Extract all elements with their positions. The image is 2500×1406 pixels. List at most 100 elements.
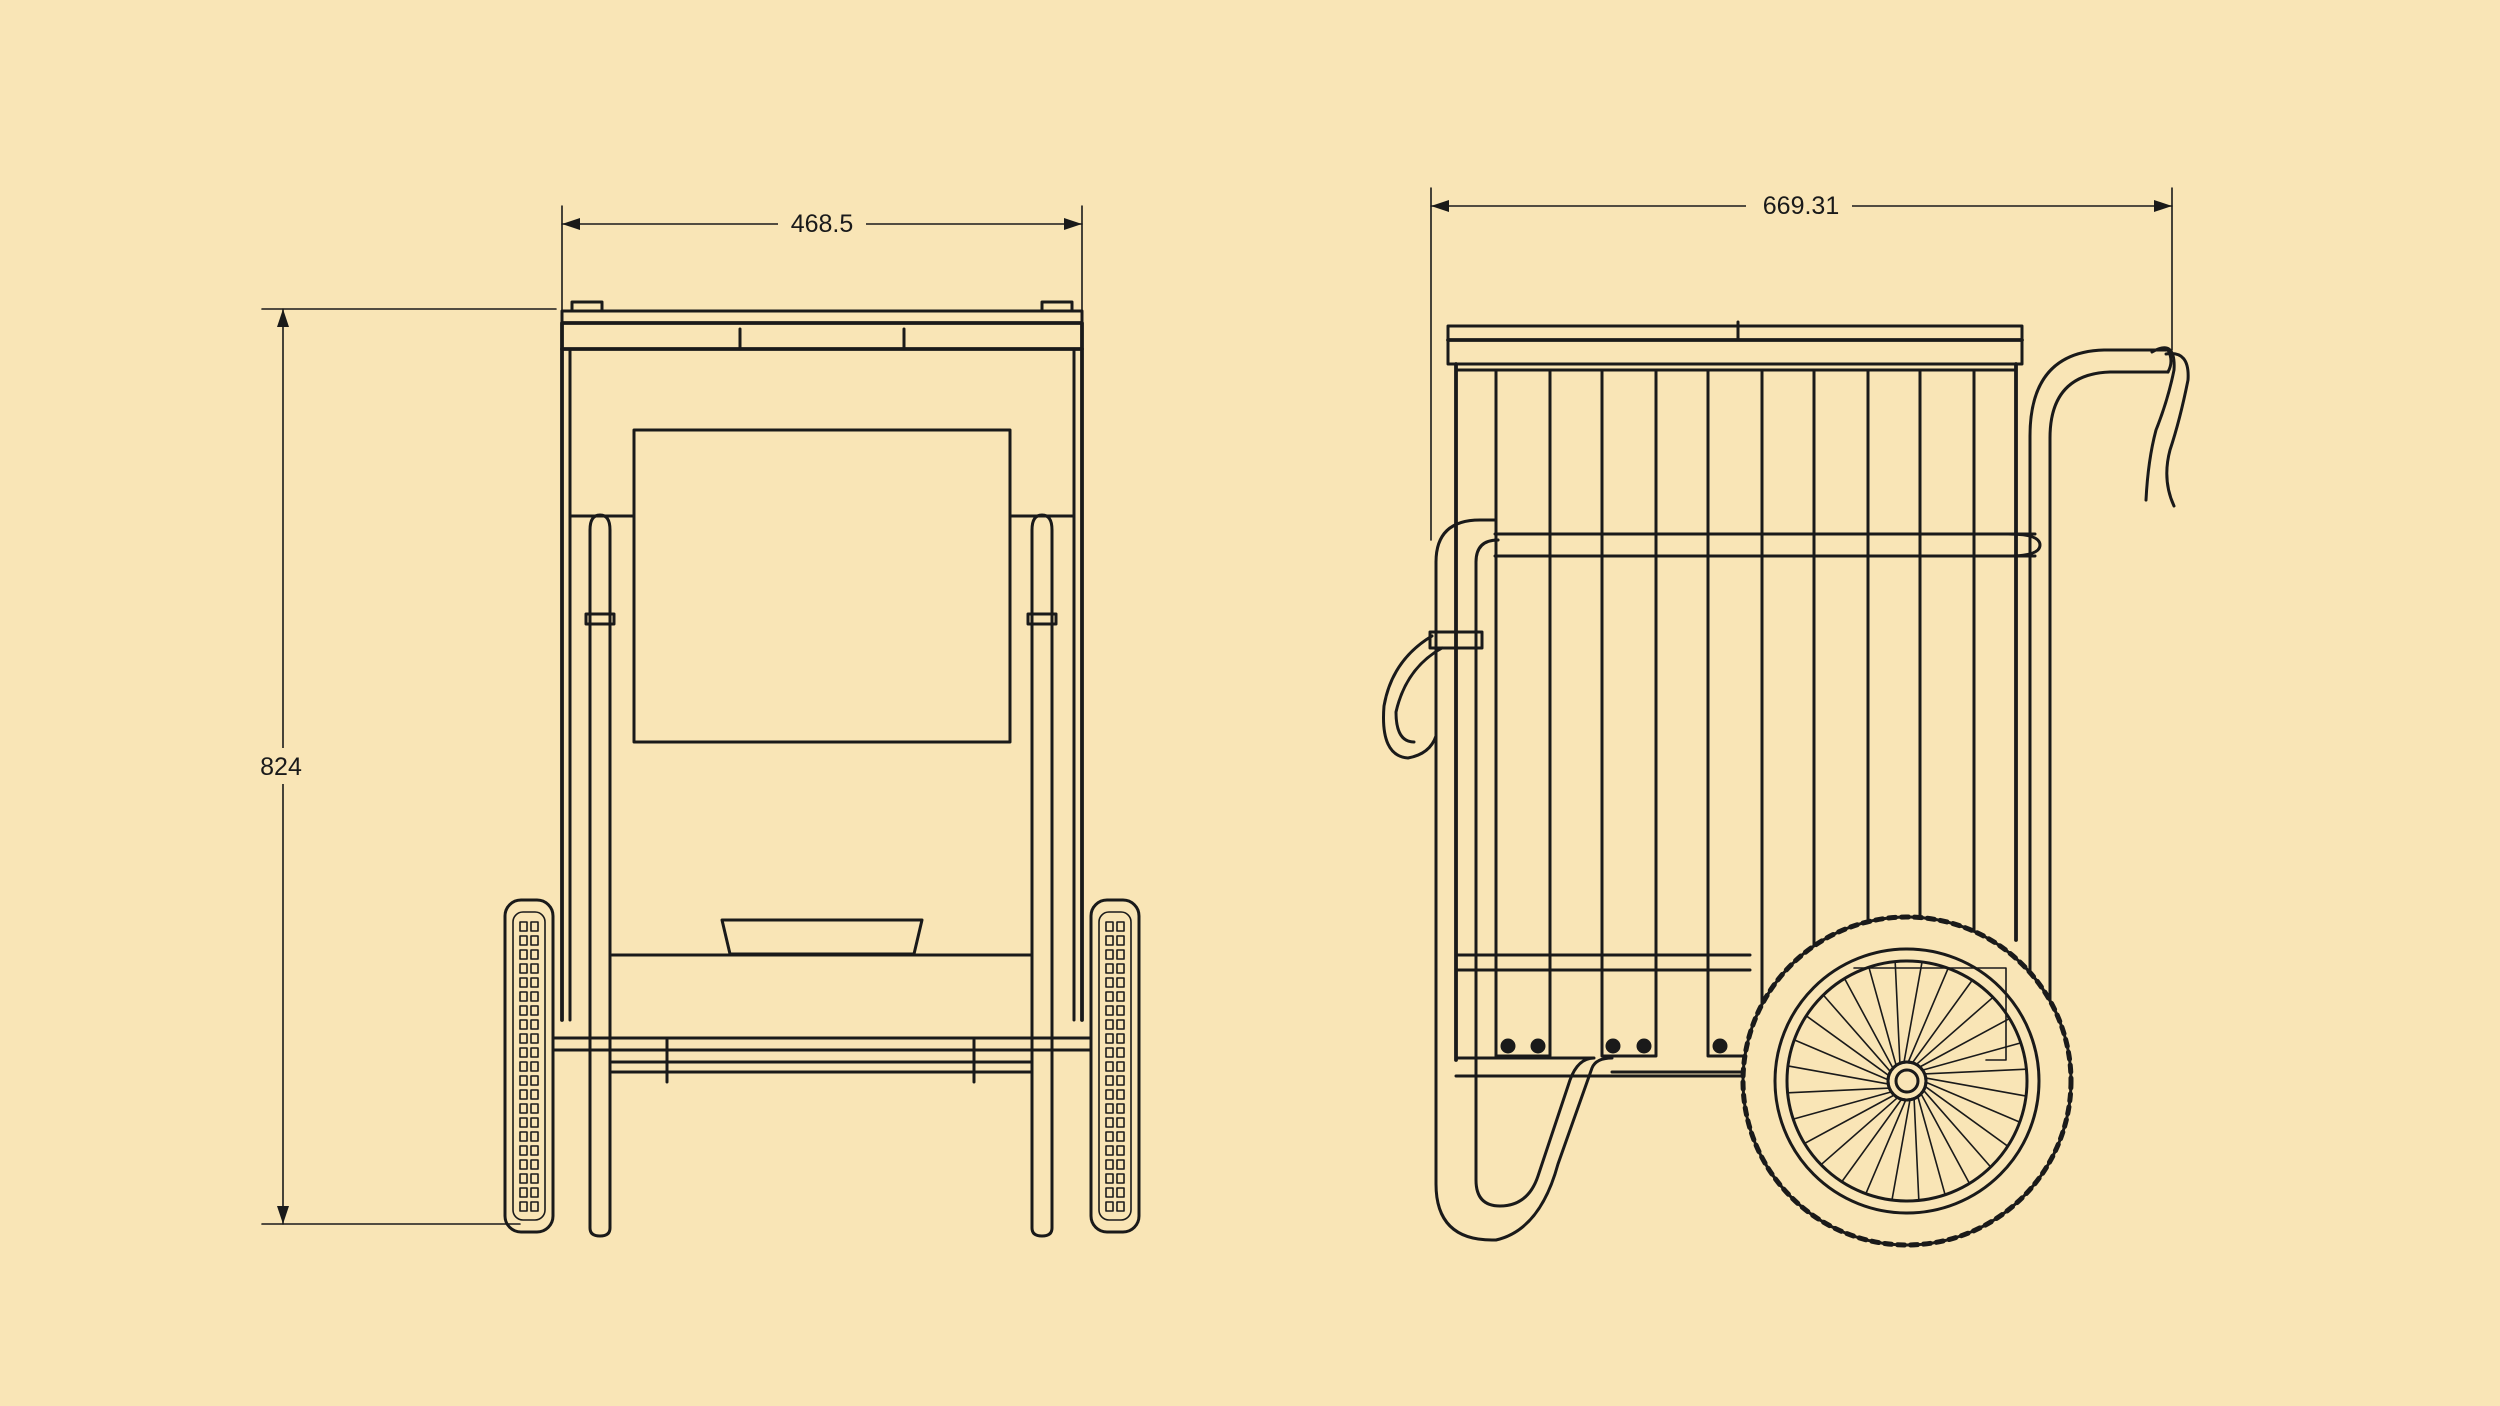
dimension-height-label: 824 xyxy=(260,753,302,781)
tread-block xyxy=(1105,1159,1114,1170)
tread-block xyxy=(1105,1019,1114,1030)
tread-block xyxy=(530,1131,539,1142)
wheel-spoke xyxy=(1916,1017,2011,1070)
wheel-spoke xyxy=(1793,1039,1892,1082)
tread-block xyxy=(1105,1103,1114,1114)
dimension-height: 824 xyxy=(252,308,557,1225)
tread-block xyxy=(530,935,539,946)
tread-block xyxy=(1116,949,1125,960)
tread-block xyxy=(1116,1187,1125,1198)
tread-block xyxy=(519,1047,528,1058)
wheel-spoke xyxy=(1822,994,1894,1075)
tread-block xyxy=(1116,1075,1125,1086)
tread-block xyxy=(1116,1117,1125,1128)
tread-block xyxy=(519,949,528,960)
slat xyxy=(1600,368,1658,1058)
wheel-spoke xyxy=(1918,1042,2022,1072)
tread-block xyxy=(519,1089,528,1100)
tread-block xyxy=(1116,1061,1125,1072)
wheel-spoke xyxy=(1902,961,1923,1067)
tread-block xyxy=(1105,1047,1114,1058)
tread-block xyxy=(1105,935,1114,946)
tread-block xyxy=(530,963,539,974)
tread-block xyxy=(519,1145,528,1156)
dimension-front-width-label: 468.5 xyxy=(791,210,854,238)
tread-block xyxy=(1116,1201,1125,1212)
tread-block xyxy=(530,991,539,1002)
tread-block xyxy=(519,921,528,932)
tread-block xyxy=(1116,1019,1125,1030)
tread-block xyxy=(1105,1075,1114,1086)
wheel-spoke xyxy=(1786,1087,1894,1094)
door-panel xyxy=(632,428,1012,744)
tread-block xyxy=(530,1187,539,1198)
side-wheel xyxy=(1740,914,2074,1248)
tread-block xyxy=(1105,1145,1114,1156)
tread-block xyxy=(519,1173,528,1184)
slat xyxy=(1706,368,1764,1058)
tread-block xyxy=(1105,1187,1114,1198)
wheel-spoke xyxy=(1920,1087,1992,1168)
tread-block xyxy=(530,1033,539,1044)
tread-block xyxy=(1105,949,1114,960)
tread-block xyxy=(1116,1159,1125,1170)
wheel-spoke xyxy=(1865,1096,1908,1195)
side-view: 669.31 xyxy=(1382,187,2190,1248)
tread-block xyxy=(530,1117,539,1128)
tread-block xyxy=(519,1117,528,1128)
dimension-side-length: 669.31 xyxy=(1430,187,2173,541)
wheel-spoke xyxy=(1891,1095,1912,1201)
tread-block xyxy=(519,1103,528,1114)
tread-block xyxy=(530,1159,539,1170)
tread-block xyxy=(1105,1033,1114,1044)
tread-block xyxy=(519,935,528,946)
tread-block xyxy=(519,1019,528,1030)
tread-block xyxy=(530,1005,539,1016)
tread-block xyxy=(519,1005,528,1016)
tread-block xyxy=(530,1201,539,1212)
wheel-spoke xyxy=(1805,1015,1893,1079)
tread-block xyxy=(1105,1005,1114,1016)
tread-block xyxy=(519,977,528,988)
tread-block xyxy=(1105,977,1114,988)
tread-block xyxy=(1116,991,1125,1002)
wheel-spoke xyxy=(1913,1094,1920,1202)
slat xyxy=(1494,368,1552,1058)
front-left-wheel xyxy=(503,898,555,1234)
wheel-spoke xyxy=(1803,1092,1898,1145)
tread-block xyxy=(1116,1103,1125,1114)
tread-block xyxy=(1116,977,1125,988)
tread-block xyxy=(1116,1047,1125,1058)
tread-block xyxy=(530,1075,539,1086)
wheel-spoke xyxy=(1909,979,1973,1067)
wheel-spoke xyxy=(1922,1080,2021,1123)
wheel-spoke xyxy=(1841,1095,1905,1183)
tread-block xyxy=(530,1019,539,1030)
wheel-spoke xyxy=(1918,1090,1971,1185)
wheel-spoke xyxy=(1916,1092,1946,1196)
tread-block xyxy=(519,1033,528,1044)
tread-block xyxy=(1105,991,1114,1002)
wheel-spoke xyxy=(1906,967,1949,1066)
tread-block xyxy=(519,963,528,974)
tread-block xyxy=(530,1061,539,1072)
wheel-spoke xyxy=(1913,996,1994,1068)
tread-block xyxy=(519,1061,528,1072)
tread-block xyxy=(1116,1145,1125,1156)
wheel-spoke xyxy=(1787,1065,1893,1086)
tread-block xyxy=(1116,1131,1125,1142)
dimension-front-width: 468.5 xyxy=(561,205,1083,313)
tread-block xyxy=(530,949,539,960)
tread-block xyxy=(530,1173,539,1184)
tread-block xyxy=(530,1047,539,1058)
tread-block xyxy=(1105,1089,1114,1100)
tread-block xyxy=(1116,963,1125,974)
side-handle xyxy=(2028,346,2190,1012)
tread-block xyxy=(1105,1131,1114,1142)
dimension-side-length-label: 669.31 xyxy=(1763,192,1839,220)
tread-block xyxy=(1105,921,1114,932)
tread-block xyxy=(1116,921,1125,932)
wheel-spoke xyxy=(1921,1083,2009,1147)
wheel-spoke xyxy=(1868,966,1898,1070)
